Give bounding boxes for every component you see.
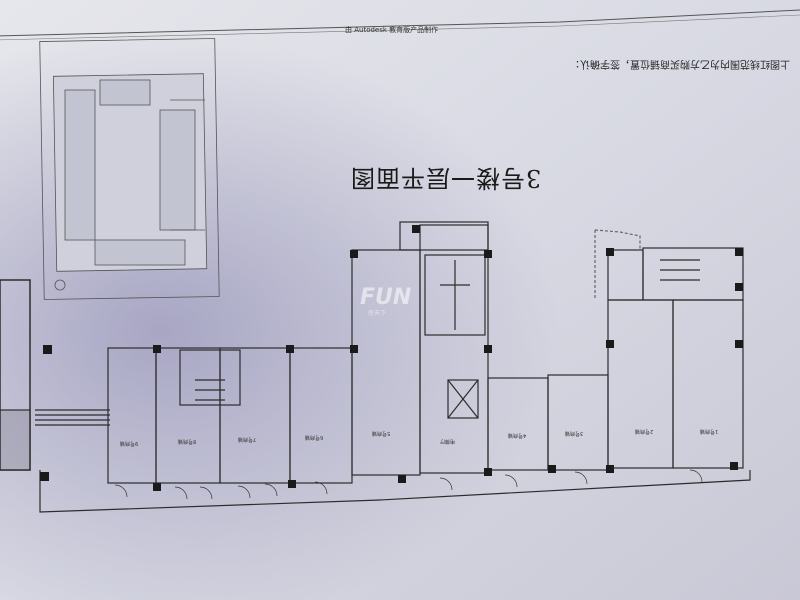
structural-columns — [40, 225, 743, 491]
room-label-3: 3号商铺 — [565, 430, 584, 436]
room-label-2: 2号商铺 — [635, 428, 654, 434]
room-label-6: 6号商铺 — [305, 434, 324, 440]
watermark-logo: FUN — [360, 285, 412, 310]
sheet-header: 由 Autodesk 教育版产品制作 — [345, 26, 439, 34]
watermark-subtext: 房天下 — [368, 310, 387, 317]
floor-plan — [0, 221, 751, 513]
room-label-1: 1号商铺 — [700, 428, 719, 434]
room-label-5: 5号商铺 — [372, 430, 391, 436]
room-label-7: 7号商铺 — [238, 436, 257, 442]
site-plan-inset — [39, 38, 220, 300]
room-label-4: 4号商铺 — [508, 432, 527, 438]
plan-title: 3号楼一层平面图 — [350, 164, 542, 192]
room-label-9: 9号商铺 — [120, 440, 139, 446]
room-label-8: 8号商铺 — [178, 438, 197, 444]
signature-note: 上图红线范围内为乙方购买商铺位置，签字确认： — [570, 58, 790, 69]
room-label-lobby: 电梯厅 — [440, 438, 456, 444]
door-swings — [114, 469, 703, 500]
